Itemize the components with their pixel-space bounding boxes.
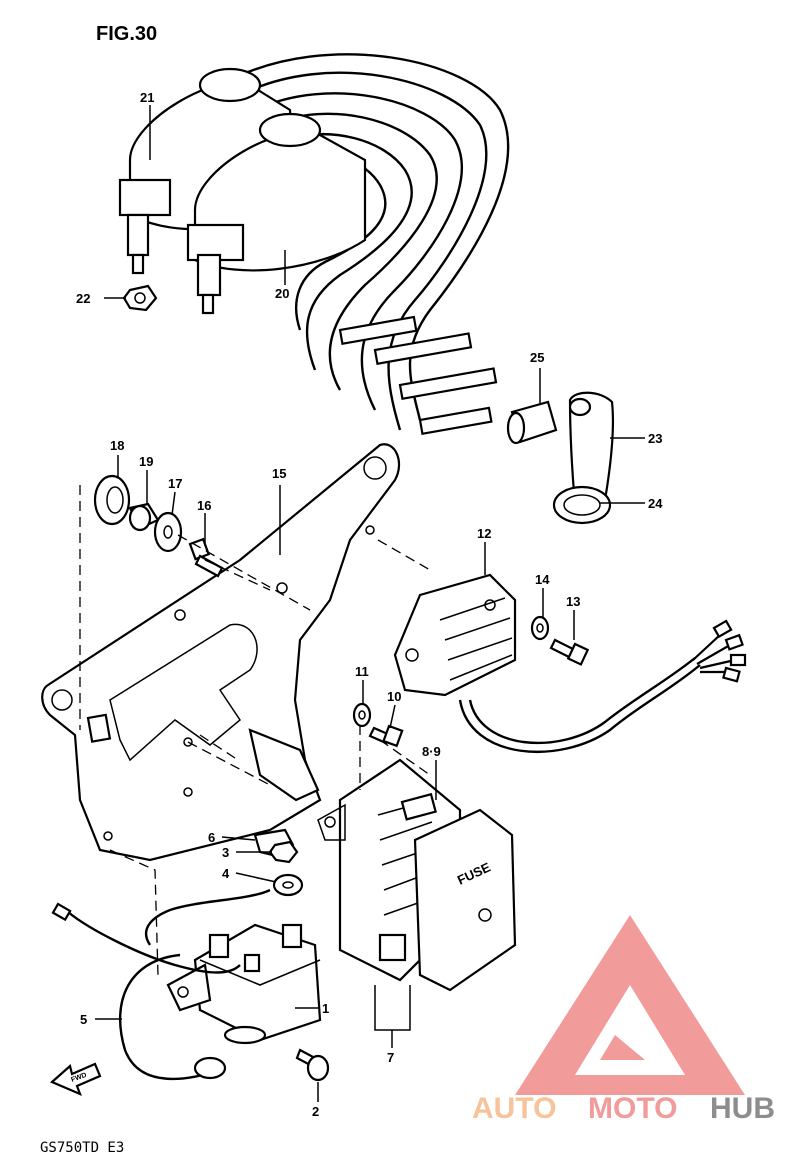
regulator-harness — [458, 619, 747, 754]
label-5: 5 — [80, 1012, 87, 1027]
label-12: 12 — [477, 526, 491, 541]
forward-arrow-icon: FWD — [49, 1062, 102, 1097]
alignment-lines — [79, 485, 431, 976]
logo-word-hub: HUB — [710, 1092, 775, 1125]
automotohub-logo: AUTO MOTO HUB — [472, 915, 775, 1125]
grommet-18 — [93, 474, 131, 526]
plug-cap-seal-24 — [552, 485, 612, 525]
high-tension-leads — [229, 53, 510, 436]
label-10: 10 — [387, 689, 401, 704]
washer-17 — [153, 511, 183, 553]
nut-22 — [122, 284, 158, 312]
label-15: 15 — [272, 466, 286, 481]
label-24: 24 — [648, 496, 663, 511]
label-2: 2 — [312, 1104, 319, 1119]
starter-relay-1 — [166, 923, 322, 1045]
logo-word-auto: AUTO — [472, 1092, 556, 1125]
label-6: 6 — [208, 830, 215, 845]
label-22: 22 — [76, 291, 90, 306]
label-4: 4 — [222, 866, 230, 881]
washer-4 — [272, 873, 304, 897]
label-14: 14 — [535, 572, 550, 587]
collar-19 — [128, 502, 160, 532]
ignition-coil-20 — [186, 112, 367, 315]
label-1: 1 — [322, 1001, 329, 1016]
label-3: 3 — [222, 845, 229, 860]
bolt-2 — [295, 1048, 330, 1082]
nut-3 — [268, 840, 299, 864]
logo-word-moto: MOTO — [588, 1092, 677, 1125]
figure-title: FIG.30 — [96, 23, 157, 45]
model-code: GS750TD E3 — [40, 1140, 124, 1156]
leader-lines — [95, 105, 645, 1102]
label-8-9: 8·9 — [422, 744, 441, 759]
label-17: 17 — [168, 476, 182, 491]
label-21: 21 — [140, 90, 154, 105]
plug-cap-seal-25 — [506, 400, 558, 445]
lead-wire-5 — [51, 888, 271, 1081]
label-11: 11 — [355, 664, 369, 679]
washer-11 — [352, 702, 372, 728]
label-25: 25 — [530, 350, 544, 365]
plug-cap-23 — [568, 391, 615, 507]
fuse-cover: FUSE — [413, 808, 517, 992]
screw-10 — [368, 724, 404, 748]
label-13: 13 — [566, 594, 580, 609]
label-20: 20 — [275, 286, 289, 301]
mounting-bracket-15 — [41, 443, 401, 862]
label-16: 16 — [197, 498, 211, 513]
label-23: 23 — [648, 431, 662, 446]
label-7: 7 — [387, 1050, 394, 1065]
label-19: 19 — [139, 454, 153, 469]
washer-14 — [530, 615, 550, 641]
label-18: 18 — [110, 438, 124, 453]
regulator-rectifier-12 — [393, 573, 517, 697]
part-number-labels: 21 22 20 25 23 24 18 19 17 16 15 12 14 1… — [76, 90, 663, 1119]
bolt-13 — [549, 638, 590, 666]
